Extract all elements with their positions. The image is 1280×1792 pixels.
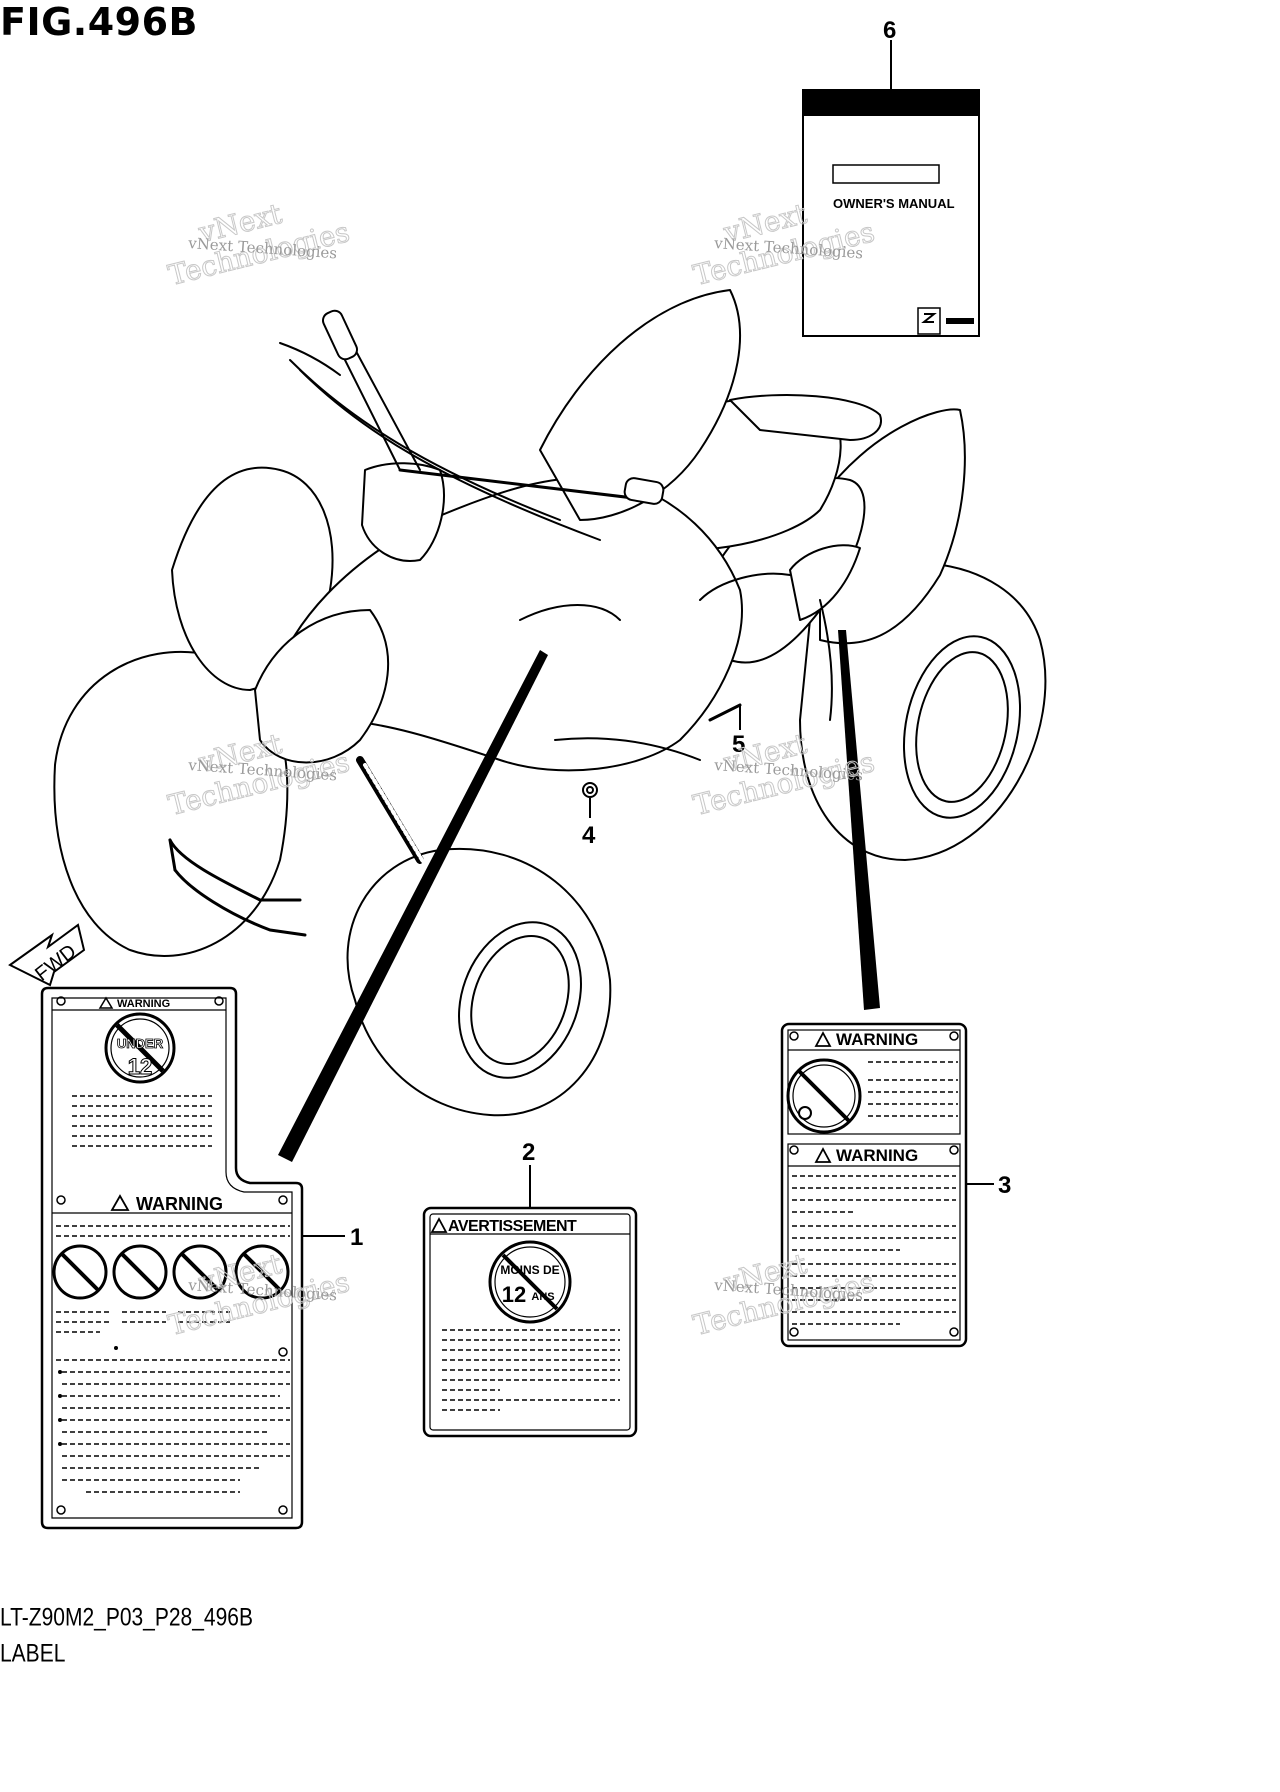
- no-passenger-prohibition-icon: [786, 1058, 862, 1134]
- callout-3: 3: [998, 1172, 1011, 1199]
- under-12-line1: UNDER: [117, 1036, 164, 1051]
- label-2-symbol-number: 12: [502, 1282, 526, 1307]
- callout-6: 6: [883, 17, 896, 44]
- atv-illustration: [53, 289, 1047, 1117]
- label-2-symbol-unit: ANS: [531, 1291, 554, 1303]
- warning-triangle-icon: [110, 1194, 130, 1211]
- warning-triangle-icon: [814, 1147, 832, 1163]
- label-3-top-heading: WARNING: [836, 1030, 918, 1049]
- label-1-bottom-heading: WARNING: [136, 1194, 223, 1214]
- callout-5: 5: [732, 731, 745, 758]
- warning-triangle-icon: [814, 1031, 832, 1047]
- label-leader-lines: [278, 630, 880, 1162]
- label-3: WARNING WARNING: [780, 1022, 968, 1348]
- warning-triangle-icon: [430, 1217, 448, 1233]
- forward-direction-icon: FWD: [8, 923, 86, 987]
- label-1-top-heading: WARNING: [117, 998, 170, 1010]
- under-12-prohibition-icon: MOINS DE 12 ANS: [488, 1240, 572, 1324]
- callout-numbers: 1 2 3 4 5 6: [350, 17, 1011, 1251]
- label-2-heading: AVERTISSEMENT: [448, 1218, 577, 1235]
- label-1: WARNING UNDER 12 WARNING: [40, 986, 304, 1530]
- label-3-bottom-heading: WARNING: [836, 1146, 918, 1165]
- figure-code: LT-Z90M2_P03_P28_496B: [0, 1604, 253, 1632]
- pictogram-row: [52, 1244, 290, 1300]
- watermark: vNext Technologies vNext Technologies vN…: [165, 196, 879, 1342]
- callout-2: 2: [522, 1139, 535, 1166]
- manual-title: OWNER'S MANUAL: [833, 196, 955, 211]
- callout-4: 4: [582, 822, 596, 849]
- leader-line-1: [278, 650, 548, 1162]
- under-12-line2: 12: [128, 1054, 152, 1079]
- warning-triangle-icon: [98, 996, 114, 1009]
- under-12-prohibition-icon: UNDER 12: [104, 1012, 176, 1084]
- figure-title: FIG.496B: [0, 0, 199, 44]
- callout-1: 1: [350, 1224, 363, 1251]
- label-2-symbol-line1: MOINS DE: [500, 1263, 559, 1277]
- leader-line-3: [838, 630, 880, 1010]
- owners-manual: OWNER'S MANUAL: [802, 89, 980, 337]
- figure-caption: LABEL: [0, 1640, 66, 1668]
- label-2: AVERTISSEMENT MOINS DE 12 ANS: [422, 1206, 638, 1438]
